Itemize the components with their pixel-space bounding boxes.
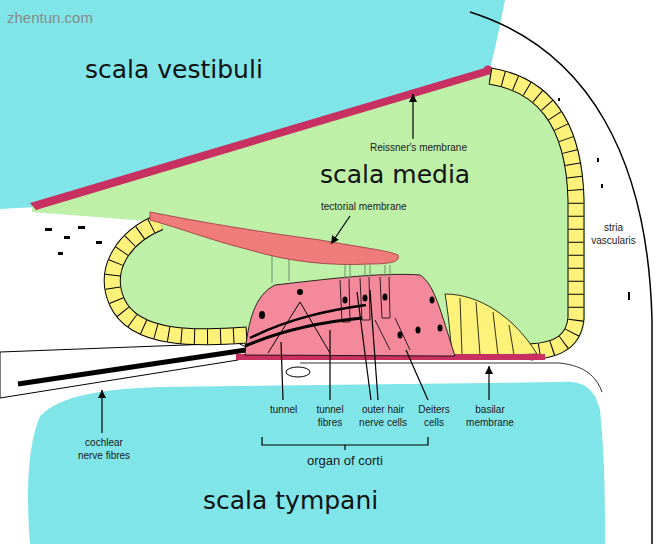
leader-arrow	[331, 216, 350, 244]
cochlear-wall	[470, 12, 652, 544]
spiral-vessel	[286, 367, 310, 377]
part-label: cochlear nerve fibres	[74, 437, 134, 462]
limbus-mark	[78, 226, 85, 229]
cochlear-nerve	[18, 350, 246, 384]
nucleus	[398, 332, 403, 339]
stereocilium	[365, 265, 366, 277]
leader-line	[370, 290, 378, 400]
cell-line	[460, 298, 462, 355]
watermark: zhentun.com	[7, 9, 93, 28]
part-label: Deiters cells	[414, 404, 454, 429]
stereocilium	[370, 265, 371, 277]
limbus-mark	[64, 236, 70, 239]
leader-arrow	[101, 390, 102, 433]
nucleus	[416, 327, 421, 334]
limbus-mark	[96, 241, 102, 244]
part-label: outer hair nerve cells	[355, 404, 411, 429]
bone-mark	[558, 98, 560, 101]
nucleus	[383, 294, 388, 301]
leader-line	[281, 342, 283, 400]
bone-mark	[628, 292, 630, 300]
leader-line	[406, 350, 428, 400]
limbus-marks	[45, 226, 102, 255]
cell-line	[509, 325, 514, 355]
region-label: scala media	[320, 160, 470, 190]
stereocilium	[385, 265, 386, 277]
part-label: basilar membrane	[464, 404, 516, 429]
tectorial-membrane	[150, 212, 398, 264]
organ-of-corti	[245, 274, 455, 356]
limbus-mark	[58, 252, 63, 255]
stria-epithelium	[490, 76, 576, 352]
cell-dividers	[490, 76, 576, 352]
stereocilium	[350, 264, 351, 279]
nucleus	[259, 311, 265, 319]
hair-cell	[360, 277, 370, 320]
nucleus	[438, 325, 443, 332]
stereocilium	[289, 257, 290, 281]
deiters-process	[375, 320, 390, 350]
stereocilium	[345, 264, 346, 279]
outer-hair-cells	[340, 277, 410, 350]
hensen-cells	[445, 294, 537, 357]
nucleus	[363, 295, 368, 302]
stereocilium	[272, 254, 273, 283]
tympanic-lining	[300, 363, 602, 392]
bone-mark	[601, 184, 603, 188]
deiters-process	[395, 318, 410, 350]
bone-mark	[597, 158, 599, 162]
nucleus	[343, 297, 348, 304]
group-label: organ of corti	[307, 453, 383, 469]
nucleus	[430, 297, 435, 304]
leader-line	[329, 330, 330, 400]
cell-line	[493, 312, 498, 355]
hensen-cell-lines	[460, 298, 514, 355]
band-fill	[490, 76, 576, 352]
hair-cell	[340, 279, 350, 322]
leader-arrow	[488, 366, 489, 400]
stereocilium	[390, 265, 391, 277]
part-label: tectorial membrane	[321, 201, 407, 214]
region-fill	[28, 382, 605, 544]
part-label: stria vascularis	[590, 222, 637, 247]
leader-lines	[102, 94, 489, 450]
part-label: Reissner's membrane	[370, 142, 467, 155]
reissners-membrane	[30, 67, 491, 210]
band-outline	[490, 76, 576, 352]
part-label: tunnel	[270, 404, 297, 417]
cell-nuclei	[259, 289, 443, 339]
leader-line	[357, 292, 371, 400]
part-label: tunnel fibres	[310, 404, 350, 429]
hair-cell	[380, 277, 390, 318]
region-label: scala vestibuli	[85, 55, 263, 85]
nucleus	[297, 289, 303, 295]
region-fill	[32, 70, 585, 358]
leader-arrow	[412, 94, 413, 139]
tunnel-fibre	[250, 305, 366, 338]
cell-line	[476, 302, 480, 355]
limbus-mark	[45, 228, 52, 231]
spiral-lamina	[0, 343, 252, 398]
organ-bracket	[262, 437, 428, 450]
region-label: scala tympani	[203, 486, 378, 516]
